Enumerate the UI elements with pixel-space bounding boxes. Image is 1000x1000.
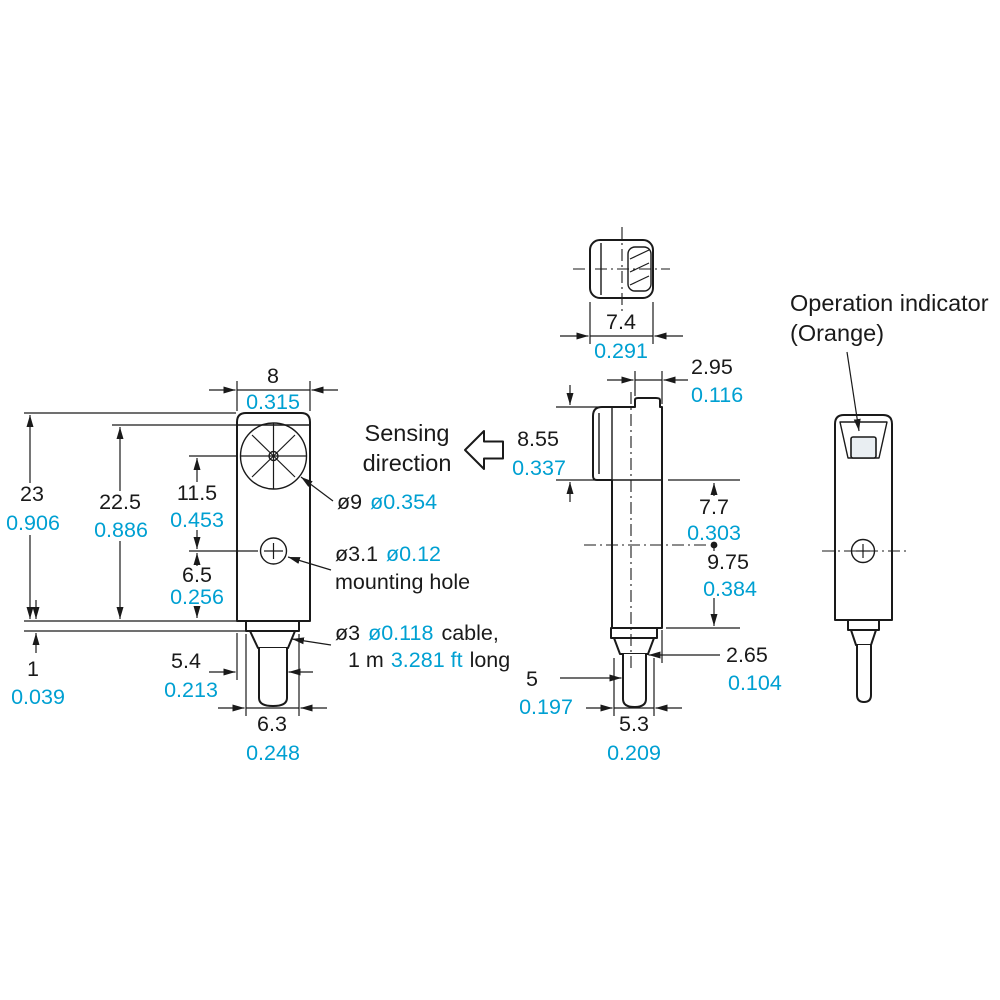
dim-top-width-mm: 7.4 — [606, 310, 636, 334]
rear-body-outline — [834, 414, 893, 621]
dim-side-cable-right-mm: 2.65 — [726, 643, 768, 667]
dim-front-step-inch: 0.039 — [11, 685, 65, 709]
front-view — [236, 412, 311, 707]
dim-front-hole-bottom-inch: 0.256 — [170, 585, 224, 609]
dim-front-body-mm: 22.5 — [99, 490, 141, 514]
dim-side-head-to-hole: 7.7 0.303 — [668, 479, 741, 549]
dim-side-cable-left-mm: 5 — [526, 667, 538, 691]
dim-front-total-mm: 23 — [20, 482, 44, 506]
dim-front-lens-hole-mm: 11.5 — [177, 481, 217, 505]
dim-front-cable-offset-inch: 0.213 — [164, 678, 218, 702]
dim-side-head-mm: 8.55 — [517, 427, 559, 451]
dim-front-total-inch: 0.906 — [6, 511, 60, 535]
sensing-direction: Sensing direction — [363, 420, 504, 476]
dim-front-cable-offset-mm: 5.4 — [171, 649, 201, 673]
dim-front-width-mm: 8 — [267, 364, 279, 388]
indicator-recess — [839, 421, 888, 459]
dim-front-body-inch: 0.886 — [94, 518, 148, 542]
dim-side-head-height: 8.55 0.337 — [512, 385, 609, 502]
rear-view — [822, 414, 906, 703]
side-body-outline — [592, 397, 663, 629]
sensing-direction-line2: direction — [363, 450, 452, 476]
dim-front-lens-hole-inch: 0.453 — [170, 508, 224, 532]
dim-side-notch: 2.95 0.116 — [607, 355, 743, 407]
dim-front-width-inch: 0.315 — [246, 390, 300, 414]
indicator-window — [850, 436, 877, 459]
dim-top-width-inch: 0.291 — [594, 339, 648, 363]
sensing-direction-line1: Sensing — [365, 420, 450, 446]
dim-side-hole-bottom-inch: 0.384 — [703, 577, 757, 601]
sensing-direction-arrow-icon — [464, 430, 504, 470]
dim-side-notch-inch: 0.116 — [691, 383, 743, 407]
side-view — [584, 392, 706, 708]
dim-side-gland-mm: 5.3 — [619, 712, 649, 736]
top-view — [573, 227, 670, 313]
front-cable — [245, 620, 300, 707]
dim-side-cable-left: 5 0.197 — [519, 657, 624, 719]
dim-side-hole-to-bottom: 9.75 0.384 — [666, 545, 760, 629]
dim-side-gland-inch: 0.209 — [607, 741, 661, 765]
dim-side-head-hole-inch: 0.303 — [687, 521, 741, 545]
dim-front-gland-width: 6.3 0.248 — [218, 634, 327, 765]
dim-side-head-inch: 0.337 — [512, 456, 566, 480]
operation-indicator-line1: Operation indicator — [790, 290, 989, 316]
dim-side-cable-left-inch: 0.197 — [519, 695, 573, 719]
dim-top-width: 7.4 0.291 — [560, 302, 683, 363]
dim-side-gland-width: 5.3 0.209 — [586, 658, 682, 765]
dim-front-body-height: 22.5 0.886 — [90, 424, 236, 619]
dim-front-cable-offset: 5.4 0.213 — [164, 633, 313, 702]
dim-side-cable-right-inch: 0.104 — [728, 671, 782, 695]
dim-side-head-hole-mm: 7.7 — [699, 495, 729, 519]
mounting-hole-symbol — [259, 537, 288, 565]
dim-side-hole-bottom-mm: 9.75 — [707, 550, 749, 574]
lens-symbol — [239, 422, 308, 490]
dim-front-lens-to-hole: 11.5 0.453 — [168, 455, 258, 552]
dim-side-cable-right: 2.65 0.104 — [645, 630, 782, 695]
dim-side-notch-mm: 2.95 — [691, 355, 733, 379]
front-body-outline — [236, 412, 311, 622]
side-cable — [610, 627, 658, 708]
dim-front-gland-mm: 6.3 — [257, 712, 287, 736]
dim-front-hole-to-bottom: 6.5 0.256 — [168, 553, 226, 618]
mounting-hole-text-label: mounting hole — [335, 570, 470, 594]
dim-front-step: 1 0.039 — [11, 600, 246, 709]
operation-indicator-line2: (Orange) — [790, 320, 884, 346]
dim-front-total-height: 23 0.906 — [5, 412, 237, 622]
dim-front-step-mm: 1 — [27, 657, 39, 681]
rear-cable — [847, 619, 880, 703]
dim-front-width: 8 0.315 — [209, 364, 338, 414]
dim-front-gland-inch: 0.248 — [246, 741, 300, 765]
dim-front-hole-bottom-mm: 6.5 — [182, 563, 212, 587]
callout-operation-indicator: Operation indicator (Orange) — [790, 290, 989, 432]
